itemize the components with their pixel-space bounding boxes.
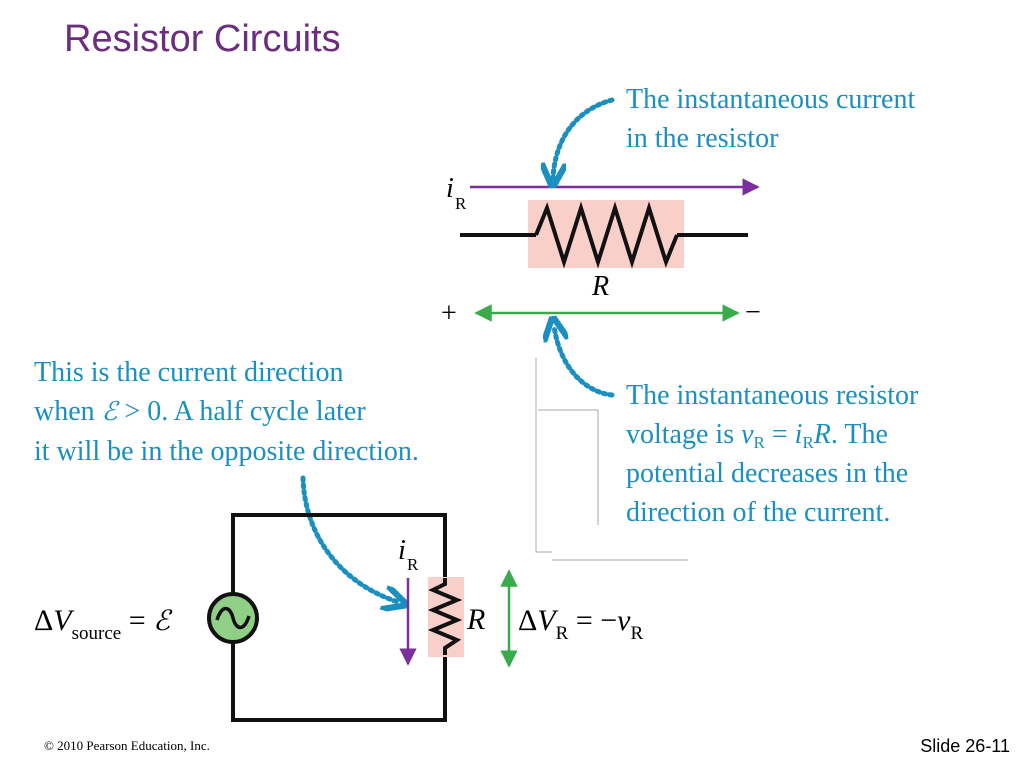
bottom-resistor-zigzag [427,578,463,655]
voltage-caption-line3: potential decreases in the [626,458,909,489]
source-equation: ΔVsource = ℰ [34,604,173,644]
bottom-circuit: i R R [207,513,518,722]
callout-arrows [300,97,615,602]
gray-bracket-lines [535,358,688,561]
top-resistor-label: R [591,271,609,302]
circuit-wire-bottom [231,642,447,722]
voltage-caption-line2: voltage is vR = iRR. The [626,419,888,452]
minus-sign: − [745,297,761,328]
voltage-caption-line4: direction of the current. [626,497,891,528]
direction-caption-line3: it will be in the opposite direction. [34,436,419,467]
direction-caption-line1: This is the current direction [34,357,344,388]
top-resistor-diagram: i R R + − [441,173,761,329]
bottom-current-sub: R [407,555,419,574]
top-current-sub: R [455,194,467,213]
copyright-notice: © 2010 Pearson Education, Inc. [44,738,210,753]
voltage-caption: The instantaneous resistor voltage is vR… [626,376,918,532]
resistor-voltage-equation: ΔVR = −vR [518,604,643,644]
direction-caption-line2: when ℰ > 0. A half cycle later [34,396,366,427]
direction-callout-arrow [300,475,398,602]
circuit-wire-top [231,513,447,594]
slide-title: Resistor Circuits [64,18,341,60]
current-caption-line2: in the resistor [626,123,779,154]
voltage-callout-arrow [554,326,615,398]
emf-symbol: ℰ [101,397,118,427]
slide-number: Slide 26-11 [920,736,1010,756]
top-current-symbol: i [446,173,454,204]
voltage-caption-line1: The instantaneous resistor [626,380,919,411]
current-caption: The instantaneous current in the resisto… [626,80,915,158]
direction-caption: This is the current direction when ℰ > 0… [34,353,419,471]
top-resistor-zigzag [534,201,679,269]
current-caption-line1: The instantaneous current [626,84,916,115]
current-callout-arrow [553,97,615,178]
bottom-resistor-label: R [466,603,485,636]
bottom-current-symbol: i [398,535,406,566]
plus-sign: + [441,298,457,329]
ac-sine-icon [215,606,251,630]
